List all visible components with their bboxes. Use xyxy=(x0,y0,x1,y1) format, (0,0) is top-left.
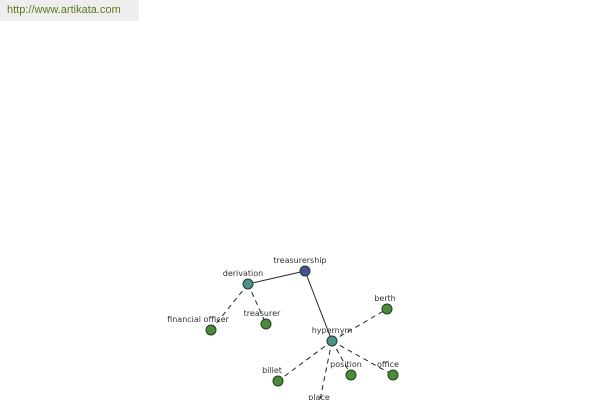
node-financial-officer[interactable] xyxy=(205,324,217,336)
edge-derivation-treasurer xyxy=(247,283,267,325)
edge-hypernym-position xyxy=(331,340,352,376)
label-treasurership: treasurership xyxy=(273,256,326,265)
edge-hypernym-billet xyxy=(277,340,333,382)
edge-treasurership-hypernym xyxy=(304,270,333,342)
node-treasurer[interactable] xyxy=(260,318,272,330)
label-position: position xyxy=(330,360,362,369)
node-position[interactable] xyxy=(345,369,357,381)
edge-hypernym-berth xyxy=(331,308,388,342)
label-financial-officer: financial officer xyxy=(167,315,229,324)
node-treasurership[interactable] xyxy=(299,265,311,277)
label-billet: billet xyxy=(262,366,282,375)
node-office[interactable] xyxy=(387,369,399,381)
edge-derivation-financial-officer xyxy=(210,283,249,331)
label-place: place xyxy=(308,393,330,400)
label-hypernym: hypernym xyxy=(312,326,353,335)
site-url-link[interactable]: http://www.artikata.com xyxy=(7,4,121,16)
node-billet[interactable] xyxy=(272,375,284,387)
node-derivation[interactable] xyxy=(242,278,254,290)
edge-hypernym-office xyxy=(331,340,394,376)
label-berth: berth xyxy=(374,294,396,303)
node-hypernym[interactable] xyxy=(326,335,338,347)
url-bar: http://www.artikata.com xyxy=(0,0,139,21)
edge-treasurership-derivation xyxy=(247,270,306,285)
label-office: office xyxy=(377,360,399,369)
label-treasurer: treasurer xyxy=(244,309,281,318)
node-berth[interactable] xyxy=(381,303,393,315)
edge-hypernym-place xyxy=(319,340,333,400)
label-derivation: derivation xyxy=(223,269,263,278)
